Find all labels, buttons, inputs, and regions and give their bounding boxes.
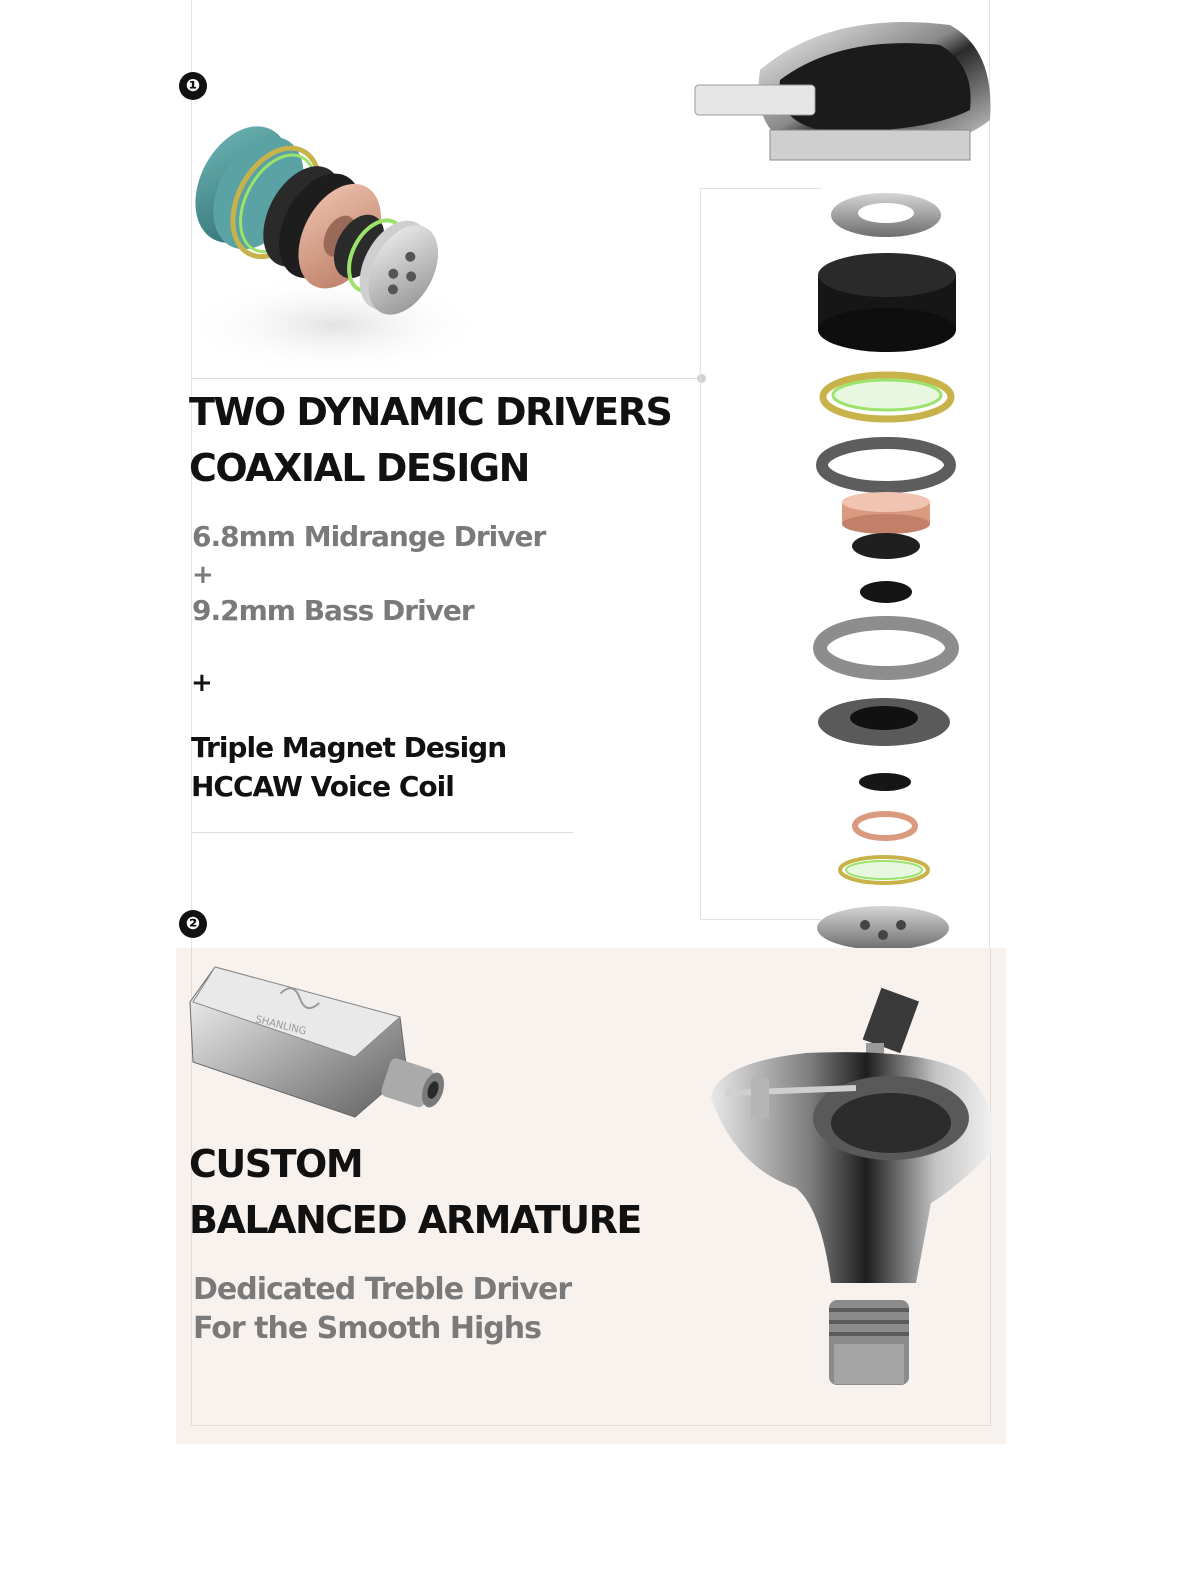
section2-headline-line1: CUSTOM [189,1142,364,1186]
smooth-highs-desc: For the Smooth Highs [193,1311,542,1346]
divider-under-features [191,832,573,833]
divider-dot [697,374,706,383]
frame-right-line [989,0,990,948]
driver-stack-illustration [185,126,485,375]
section2-headline-line2: BALANCED ARMATURE [189,1198,642,1242]
bass-driver-spec: 9.2mm Bass Driver [192,594,475,627]
midrange-driver-spec: 6.8mm Midrange Driver [192,520,546,553]
feature-hccaw-coil: HCCAW Voice Coil [191,770,455,803]
exploded-shell-illustration [694,22,991,950]
exploded-bracket [700,188,821,920]
balanced-armature-illustration: SHANLING [189,966,445,1118]
feature-triple-magnet: Triple Magnet Design [191,731,507,764]
frame-left-line [191,0,192,948]
section1-headline-line1: TWO DYNAMIC DRIVERS [189,390,673,434]
section-badge-1: ❶ [179,72,207,100]
section-badge-2: ❷ [179,910,207,938]
section2-frame [191,948,991,1426]
spec-plus-1: + [192,560,214,590]
section1-headline-line2: COAXIAL DESIGN [189,446,530,490]
cavity-shell-illustration [711,987,994,1385]
spec-plus-2: + [191,668,213,698]
treble-driver-desc: Dedicated Treble Driver [193,1272,572,1307]
divider-under-image [191,378,701,379]
